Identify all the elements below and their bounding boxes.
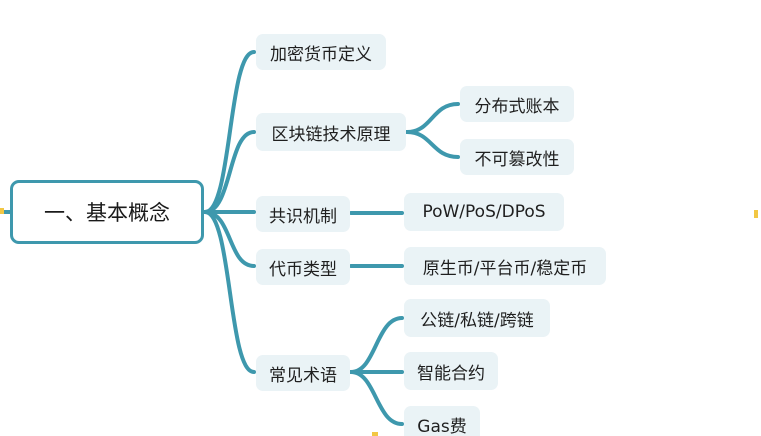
- leaf-node-coin-types[interactable]: 原生币/平台币/稳定币: [404, 247, 606, 285]
- connector-blockchain-to-immutability: [405, 130, 460, 159]
- leaf-node-distributed-ledger[interactable]: 分布式账本: [460, 86, 574, 122]
- leaf-node-chain-types[interactable]: 公链/私链/跨链: [404, 299, 550, 337]
- connector-root-to-branch-token-types: [203, 210, 256, 268]
- edge-mark-bottom: [372, 432, 378, 436]
- branch-node-definition[interactable]: 加密货币定义: [256, 34, 386, 70]
- connector-terms-to-chain-types: [349, 316, 404, 374]
- edge-mark-right: [754, 210, 758, 218]
- leaf-node-immutability[interactable]: 不可篡改性: [460, 139, 574, 175]
- edge-mark-left: [0, 208, 4, 214]
- connector-root-to-branch-terms: [203, 210, 256, 374]
- leaf-node-consensus-types[interactable]: PoW/PoS/DPoS: [404, 193, 564, 231]
- root-node[interactable]: 一、基本概念: [10, 180, 204, 244]
- leaf-node-gas-fee[interactable]: Gas费: [404, 406, 480, 436]
- branch-node-blockchain[interactable]: 区块链技术原理: [256, 113, 406, 151]
- connector-blockchain-to-ledger: [405, 102, 460, 134]
- connector-terms-to-gas-fee: [349, 370, 404, 426]
- branch-node-token-types[interactable]: 代币类型: [256, 249, 350, 285]
- connector-root-to-branch-blockchain: [203, 130, 256, 214]
- leaf-node-smart-contract[interactable]: 智能合约: [404, 352, 498, 390]
- branch-node-terms[interactable]: 常见术语: [256, 355, 350, 391]
- connector-root-to-branch-definition: [203, 50, 256, 214]
- branch-node-consensus[interactable]: 共识机制: [256, 196, 350, 232]
